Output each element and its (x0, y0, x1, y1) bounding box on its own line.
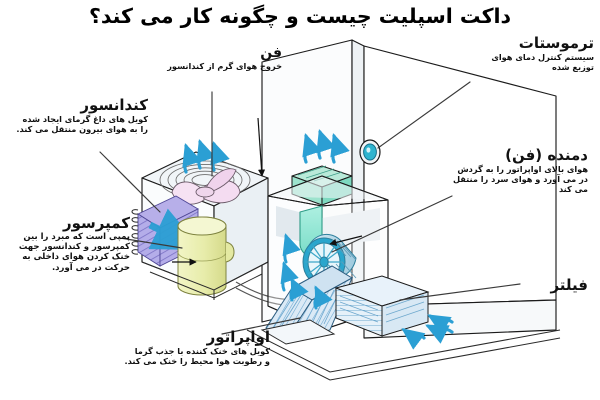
label-fan-top-heading: فن (260, 45, 282, 61)
compressor-cylinder (177, 216, 235, 296)
label-compressor-body-4: حرکت در می آورد. (51, 262, 130, 273)
label-evaporator: اواپراتور کویل های خنک کننده با جذب گرما… (74, 328, 270, 366)
label-thermostat-heading: ترموستات (518, 34, 594, 52)
label-blower-heading: دمنده (فن) (505, 146, 588, 164)
label-blower-body-3: می کند (558, 183, 588, 194)
label-condenser-heading: کندانسور (80, 96, 148, 114)
indoor-air-handler (260, 128, 454, 350)
outdoor-condenser-unit (131, 117, 301, 307)
label-compressor-heading: کمپرسور (62, 214, 130, 232)
label-blower: دمنده (فن) هوای بالای اواپراتور را به گر… (410, 146, 588, 194)
air-filter (334, 275, 430, 337)
label-fan-top: فن خروج هوای گرم از کندانسور (167, 46, 282, 71)
leader-blower (331, 195, 453, 253)
leader-evaporator (221, 317, 301, 335)
condenser-base (141, 261, 269, 300)
label-compressor: کمپرسور پمپی است که مبرد را بین کمپرسور … (4, 214, 130, 273)
label-filter: فیلتر (550, 276, 588, 294)
return-air-arrows (401, 314, 454, 350)
leader-filter (399, 283, 521, 301)
supply-air-arrows (302, 128, 350, 164)
label-compressor-body-1: پمپی است که مبرد را بین (23, 231, 130, 242)
label-thermostat-body-1: سیستم کنترل دمای هوای (491, 51, 594, 62)
label-fan-top-body-1: خروج هوای گرم از کندانسور (167, 60, 282, 71)
label-condenser: کندانسور کویل های داغ گرمای ایجاد شده را… (16, 96, 148, 134)
leader-lines (99, 81, 521, 335)
label-thermostat-body-2: توزیع شده (551, 61, 594, 72)
label-condenser-body-2: را به هوای بیرون منتقل می کند. (16, 123, 148, 134)
leader-thermostat (377, 81, 471, 149)
label-condenser-body-1: کویل های داغ گرمای ایجاد شده (22, 113, 148, 124)
internal-pointers (172, 117, 266, 266)
label-evaporator-body-2: و رطوبت هوا محیط را خنک می کند. (124, 355, 270, 366)
coil-air-arrows (280, 233, 333, 310)
leader-compressor (119, 237, 183, 249)
label-filter-heading: فیلتر (550, 276, 588, 294)
label-blower-body-1: هوای بالای اواپراتور را به گردش (457, 163, 588, 174)
condenser-air-arrows (182, 138, 230, 174)
floor-lines (246, 329, 561, 381)
label-blower-body-2: در می آورد و هوای سرد را منتقل (452, 173, 588, 184)
label-compressor-body-2: کمپرسور و کندانسور جهت (18, 242, 130, 253)
label-evaporator-heading: اواپراتور (206, 328, 270, 346)
label-compressor-body-3: خنک کردن هوای داخلی به (22, 252, 130, 263)
label-thermostat: ترموستات سیستم کنترل دمای هوای توزیع شده (491, 34, 594, 72)
label-evaporator-body-1: کویل های خنک کننده با جذب گرما (134, 345, 270, 356)
leader-condenser (99, 151, 161, 213)
thermostat-device (359, 139, 381, 165)
page-title: داکت اسپلیت چیست و چگونه کار می کند؟ (88, 4, 512, 28)
